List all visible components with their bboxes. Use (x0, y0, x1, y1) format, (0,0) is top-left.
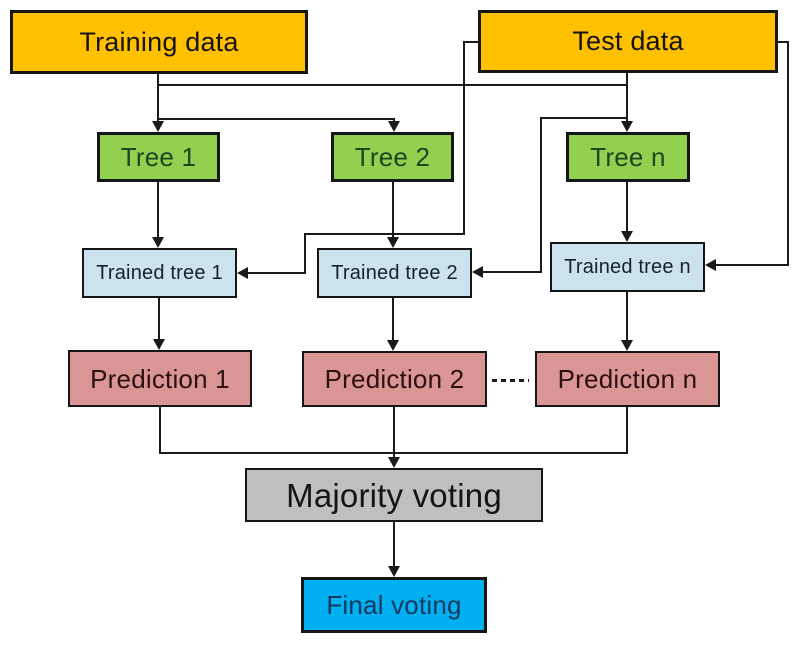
connector-majority-to-final (393, 522, 395, 567)
arrowhead-majority-top (388, 457, 400, 468)
connector-training-to-tree2-drop (393, 118, 395, 123)
trained-tree-2-box: Trained tree 2 (317, 248, 472, 298)
arrowhead-final-top (388, 566, 400, 577)
trained-tree-1-label: Trained tree 1 (96, 262, 223, 284)
connector-test-right-drop (787, 41, 789, 266)
connector-pred2-to-majority (393, 407, 395, 458)
connector-trained1-to-pred1 (158, 298, 160, 340)
connector-tree1-to-trained1 (157, 182, 159, 238)
prediction-2-label: Prediction 2 (324, 364, 465, 394)
arrowhead-tree1-top (152, 121, 164, 132)
connector-test-left-run (304, 233, 465, 235)
arrowhead-trained2-top (387, 237, 399, 248)
arrowhead-trainedn-top (621, 231, 633, 242)
tree-1-label: Tree 1 (120, 142, 197, 172)
prediction-n-label: Prediction n (557, 364, 698, 394)
arrowhead-tree2-top (388, 121, 400, 132)
trained-tree-1-box: Trained tree 1 (82, 248, 237, 298)
connector-test-left-stub (463, 41, 478, 43)
connector-trained2-to-pred2 (392, 298, 394, 341)
prediction-2-box: Prediction 2 (302, 351, 487, 407)
tree-2-label: Tree 2 (354, 142, 431, 172)
trained-tree-2-label: Trained tree 2 (331, 262, 458, 284)
connector-tree2-to-trained2 (392, 182, 394, 238)
tree-2-box: Tree 2 (331, 132, 454, 182)
connector-pred1-drop (159, 407, 161, 454)
connector-predn-drop (626, 407, 628, 454)
trained-tree-n-box: Trained tree n (550, 242, 705, 292)
arrowhead-predn-top (621, 340, 633, 351)
training-data-label: Training data (79, 26, 239, 57)
connector-training-rail-lower (157, 118, 395, 120)
connector-test-mid-drop (540, 117, 542, 273)
connector-testdata-to-treen (626, 73, 628, 122)
arrowhead-trained1-top (152, 237, 164, 248)
trained-tree-n-label: Trained tree n (564, 256, 691, 278)
majority-voting-label: Majority voting (286, 476, 502, 514)
final-voting-box: Final voting (301, 577, 487, 633)
connector-test-mid-stub (540, 117, 627, 119)
connector-test-left-into-ttree1 (246, 272, 306, 274)
prediction-n-box: Prediction n (535, 351, 720, 407)
arrowhead-trainedtree2-right (472, 266, 483, 278)
majority-voting-box: Majority voting (245, 468, 543, 522)
tree-n-label: Tree n (590, 142, 666, 172)
connector-test-left-drop (463, 41, 465, 235)
connector-test-right-stub (778, 41, 789, 43)
tree-n-box: Tree n (566, 132, 690, 182)
connector-training-to-tree1 (157, 73, 159, 122)
dotted-separator (492, 379, 529, 382)
test-data-box: Test data (478, 10, 778, 73)
arrowhead-trainedtree1-right (237, 267, 248, 279)
connector-test-mid-into-ttree2 (481, 271, 541, 273)
test-data-label: Test data (572, 26, 684, 56)
arrowhead-trainedtreen-right (705, 259, 716, 271)
arrowhead-treen-top (621, 121, 633, 132)
prediction-1-label: Prediction 1 (90, 363, 230, 394)
prediction-1-box: Prediction 1 (68, 350, 252, 407)
connector-test-left-drop2 (304, 233, 306, 274)
connector-trainedn-to-predn (626, 292, 628, 341)
connector-test-right-into-ttreen (714, 264, 789, 266)
final-voting-label: Final voting (326, 590, 462, 620)
connector-training-rail-upper (157, 84, 628, 86)
training-data-box: Training data (10, 10, 308, 74)
tree-1-box: Tree 1 (97, 132, 220, 182)
arrowhead-pred1-top (153, 339, 165, 350)
arrowhead-pred2-top (387, 340, 399, 351)
connector-treen-to-trainedn (626, 182, 628, 232)
